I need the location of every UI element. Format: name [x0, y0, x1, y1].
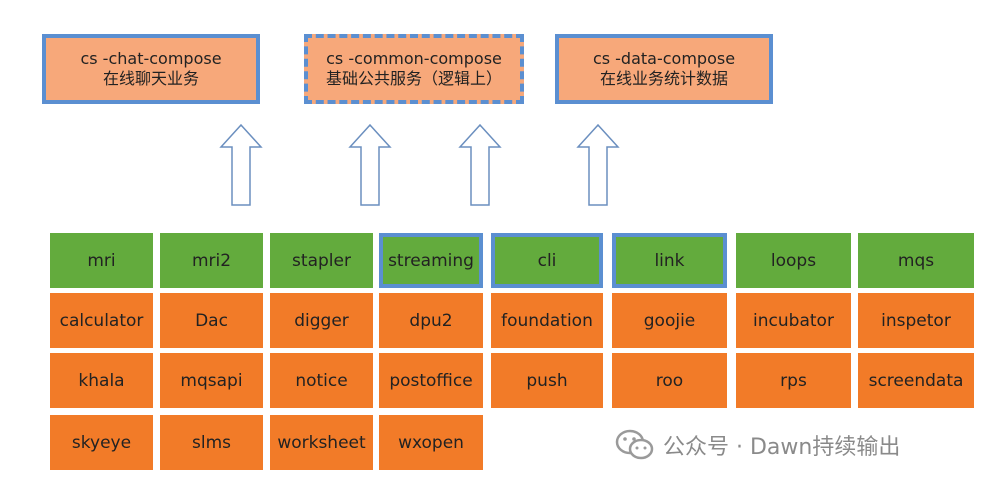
component-cell: Dac [160, 293, 263, 348]
module-desc: 基础公共服务（逻辑上） [325, 69, 502, 88]
module-desc: 在线聊天业务 [102, 69, 199, 88]
component-cell: wxopen [379, 415, 483, 470]
module-name: cs -chat-compose [80, 49, 222, 68]
module-data-compose: cs -data-compose 在线业务统计数据 [555, 34, 773, 104]
component-cell-highlighted: link [612, 233, 727, 288]
component-cell: loops [736, 233, 851, 288]
up-arrow-4 [576, 123, 620, 206]
module-common-compose: cs -common-compose 基础公共服务（逻辑上） [304, 34, 524, 104]
wechat-icon [615, 429, 654, 460]
component-cell: stapler [270, 233, 373, 288]
component-cell: calculator [50, 293, 153, 348]
component-cell: worksheet [270, 415, 373, 470]
component-cell: postoffice [379, 353, 483, 408]
module-name: cs -data-compose [592, 49, 736, 68]
component-cell: dpu2 [379, 293, 483, 348]
component-cell-highlighted: cli [491, 233, 603, 288]
component-cell: mqsapi [160, 353, 263, 408]
component-cell: screendata [858, 353, 974, 408]
up-arrow-3 [458, 123, 502, 206]
component-cell: push [491, 353, 603, 408]
watermark: 公众号 · Dawn持续输出 [615, 428, 900, 462]
component-cell: slms [160, 415, 263, 470]
component-cell: khala [50, 353, 153, 408]
component-cell: rps [736, 353, 851, 408]
up-arrow-2 [348, 123, 392, 206]
component-cell: digger [270, 293, 373, 348]
component-cell: mri2 [160, 233, 263, 288]
component-cell: mri [50, 233, 153, 288]
module-name: cs -common-compose [326, 49, 502, 68]
component-cell: roo [612, 353, 727, 408]
component-cell: mqs [858, 233, 974, 288]
up-arrow-1 [219, 123, 263, 206]
component-cell: skyeye [50, 415, 153, 470]
module-chat-compose: cs -chat-compose 在线聊天业务 [42, 34, 260, 104]
watermark-text: 公众号 · Dawn持续输出 [663, 435, 901, 460]
component-cell-highlighted: streaming [379, 233, 483, 288]
component-cell: notice [270, 353, 373, 408]
component-cell: incubator [736, 293, 851, 348]
component-cell: foundation [491, 293, 603, 348]
component-cell: inspetor [858, 293, 974, 348]
module-desc: 在线业务统计数据 [599, 69, 728, 88]
component-cell: goojie [612, 293, 727, 348]
